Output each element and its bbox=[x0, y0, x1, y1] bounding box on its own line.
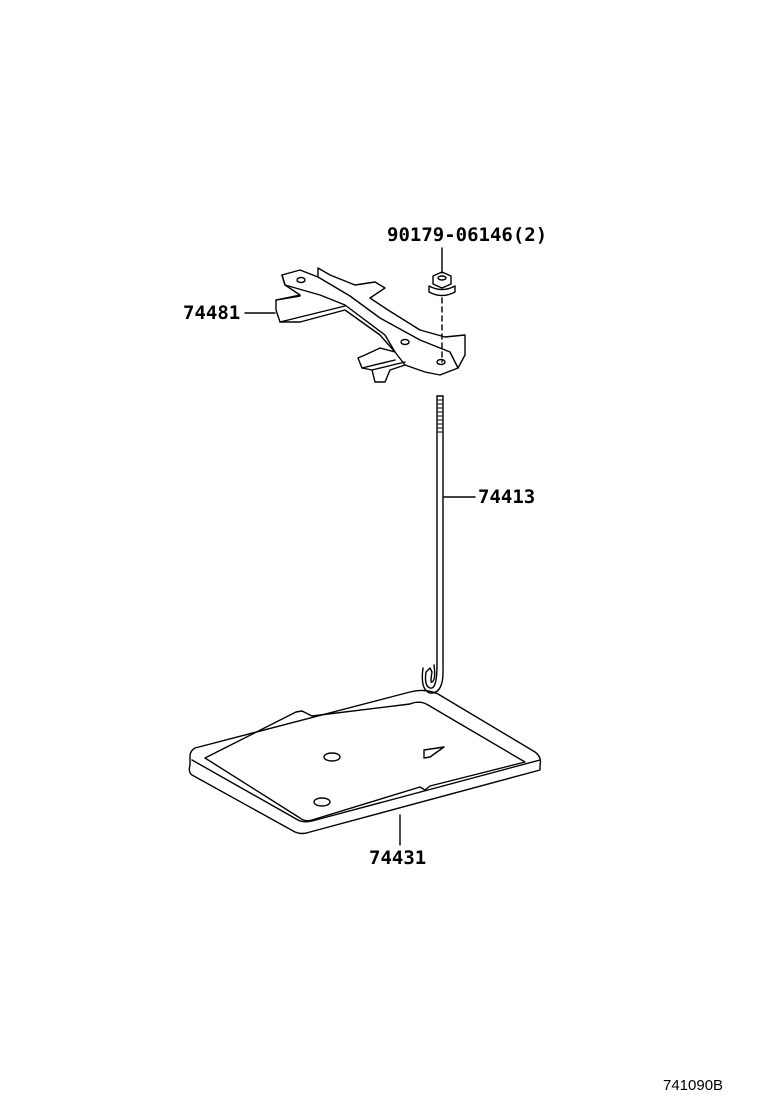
part-label-nut[interactable]: 90179-06146(2) bbox=[387, 224, 548, 246]
figure-code: 741090B bbox=[663, 1077, 724, 1094]
hold-down-rod-icon bbox=[421, 395, 476, 694]
flange-nut-icon bbox=[428, 247, 456, 363]
battery-tray-icon bbox=[188, 689, 542, 846]
part-label-rod[interactable]: 74413 bbox=[478, 486, 536, 508]
part-label-tray[interactable]: 74431 bbox=[369, 847, 427, 869]
part-label-bracket[interactable]: 74481 bbox=[183, 302, 241, 324]
clamp-bracket-icon bbox=[244, 267, 466, 383]
